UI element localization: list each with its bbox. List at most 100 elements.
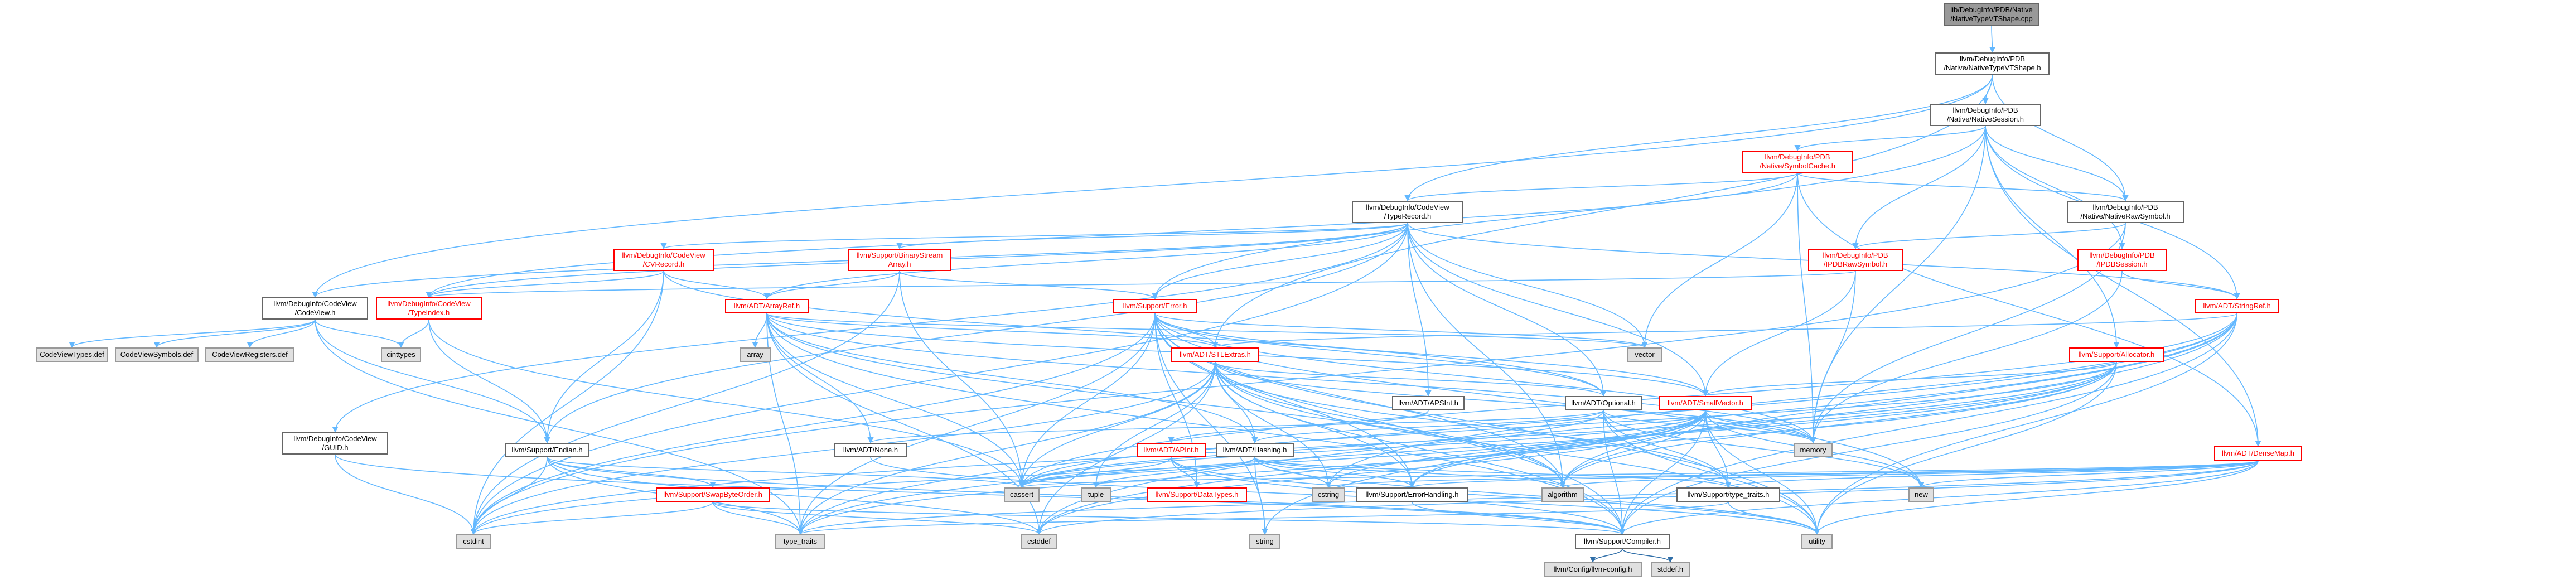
node-string[interactable]: string (1249, 534, 1280, 549)
node-typerecord[interactable]: llvm/DebugInfo/CodeView/TypeRecord.h (1352, 201, 1463, 223)
edge-typetraitsllvm-to-utility (1728, 501, 1820, 535)
edge-error-to-stlextras (1154, 313, 1219, 349)
node-errorhandling[interactable]: llvm/Support/ErrorHandling.h (1356, 487, 1468, 502)
node-ipdbrawsymbol[interactable]: llvm/DebugInfo/PDB/IPDBRawSymbol.h (1808, 249, 1903, 271)
node-new[interactable]: new (1908, 487, 1934, 502)
node-cvrecord[interactable]: llvm/DebugInfo/CodeView/CVRecord.h (613, 249, 714, 271)
node-typetraits[interactable]: type_traits (775, 534, 825, 549)
edge-optional-to-hashing (1251, 410, 1604, 444)
edge-nativesession-to-allocator (1985, 125, 2120, 349)
node-typeindex[interactable]: llvm/DebugInfo/CodeView/TypeIndex.h (376, 297, 482, 320)
edge-optional-to-memory (1603, 410, 1816, 444)
edge-codeview-to-codeviewtypes (69, 319, 316, 349)
node-cinttypes[interactable]: cinttypes (381, 347, 421, 362)
node-hashing[interactable]: llvm/ADT/Hashing.h (1216, 443, 1294, 457)
node-densemap[interactable]: llvm/ADT/DenseMap.h (2214, 446, 2302, 461)
edge-stlextras-to-utility (1215, 361, 1820, 535)
node-codeviewregisters[interactable]: CodeViewRegisters.def (205, 347, 294, 362)
node-endian[interactable]: llvm/Support/Endian.h (505, 443, 589, 457)
edge-optional-to-new (1603, 410, 1925, 489)
edge-densemap-to-algorithm (1559, 460, 2259, 489)
edge-typerecord-to-smallvector (1407, 223, 1709, 397)
edge-allocator-to-algorithm (1559, 361, 2117, 489)
node-root[interactable]: lib/DebugInfo/PDB/Native/NativeTypeVTSha… (1944, 3, 2039, 26)
edge-errorhandling-to-compiler (1412, 501, 1626, 535)
node-codeviewtypes[interactable]: CodeViewTypes.def (36, 347, 108, 362)
edge-smallvector-to-cassert (1018, 410, 1706, 489)
node-stringref[interactable]: llvm/ADT/StringRef.h (2195, 299, 2279, 313)
edge-compiler-to-llvmconfig (1589, 548, 1623, 563)
node-typetraitsllvm[interactable]: llvm/Support/type_traits.h (1676, 487, 1780, 502)
node-apint[interactable]: llvm/ADT/APInt.h (1137, 443, 1206, 457)
edge-cvrecord-to-endian (544, 270, 664, 444)
node-cstring[interactable]: cstring (1312, 487, 1345, 502)
node-stddef[interactable]: stddef.h (1651, 562, 1690, 577)
edge-hashing-to-typetraitsllvm (1254, 457, 1732, 489)
node-guid[interactable]: llvm/DebugInfo/CodeView/GUID.h (282, 432, 388, 455)
edge-compiler-to-stddef (1622, 548, 1674, 563)
node-none[interactable]: llvm/ADT/None.h (834, 443, 907, 457)
edge-nativesymbolcache-to-densemap (1797, 172, 2261, 447)
edge-cvrecord-to-optional (663, 270, 1607, 397)
edge-allocator-to-cstdint (470, 361, 2117, 535)
edge-nativesession-to-ipdbrawsymbol (1852, 125, 1986, 250)
edge-typeindex-to-endian (428, 319, 550, 444)
edge-stlextras-to-optional (1215, 361, 1607, 397)
node-smallvector[interactable]: llvm/ADT/SmallVector.h (1659, 396, 1752, 410)
node-cstddef[interactable]: cstddef (1021, 534, 1057, 549)
edge-arrayref-to-vector (766, 313, 1648, 349)
node-memory[interactable]: memory (1794, 443, 1833, 457)
edge-endian-to-cstddef (547, 457, 1042, 535)
node-codeviewsymbols[interactable]: CodeViewSymbols.def (115, 347, 199, 362)
node-cassert[interactable]: cassert (1004, 487, 1040, 502)
node-allocator[interactable]: llvm/Support/Allocator.h (2069, 347, 2164, 362)
edge-hashing-to-cstring (1254, 457, 1332, 489)
edge-smallvector-to-compiler (1619, 410, 1706, 535)
node-ipdbsession[interactable]: llvm/DebugInfo/PDB/IPDBSession.h (2077, 249, 2167, 271)
edge-error-to-memory (1154, 313, 1816, 444)
node-apsint[interactable]: llvm/ADT/APSInt.h (1392, 396, 1465, 410)
node-nativesession[interactable]: llvm/DebugInfo/PDB/Native/NativeSession.… (1930, 104, 2041, 126)
node-arrayref[interactable]: llvm/ADT/ArrayRef.h (725, 299, 809, 313)
edge-arrayref-to-hashing (766, 313, 1258, 444)
edge-apint-to-cassert (1018, 457, 1172, 489)
node-nativesymbolcache[interactable]: llvm/DebugInfo/PDB/Native/SymbolCache.h (1742, 151, 1853, 173)
node-stlextras[interactable]: llvm/ADT/STLExtras.h (1171, 347, 1259, 362)
node-error[interactable]: llvm/Support/Error.h (1113, 299, 1197, 313)
edge-smallvector-to-cstdint (470, 410, 1706, 535)
edge-root-to-nativetypevt (1989, 25, 1996, 54)
edge-smallvector-to-typetraits (797, 410, 1706, 535)
node-utility[interactable]: utility (1801, 534, 1833, 549)
node-tuple[interactable]: tuple (1081, 487, 1111, 502)
edge-allocator-to-typetraits (797, 361, 2117, 535)
edge-smallvector-to-utility (1705, 410, 1820, 535)
edge-nativetypevt-to-stlextras (1212, 74, 1993, 349)
edge-smallvector-to-algorithm (1559, 410, 1706, 489)
edge-nativesymbolcache-to-nativerawsymbol (1797, 172, 2129, 202)
node-array[interactable]: array (740, 347, 771, 362)
node-optional[interactable]: llvm/ADT/Optional.h (1565, 396, 1642, 410)
edge-nativesession-to-error (1152, 125, 1986, 300)
node-nativetypevt[interactable]: llvm/DebugInfo/PDB/Native/NativeTypeVTSh… (1935, 52, 2050, 75)
node-datatypes[interactable]: llvm/Support/DataTypes.h (1147, 487, 1247, 502)
edge-codeview-to-cinttypes (315, 319, 404, 349)
node-cstdint[interactable]: cstdint (456, 534, 491, 549)
node-codeview[interactable]: llvm/DebugInfo/CodeView/CodeView.h (262, 297, 368, 320)
node-compiler[interactable]: llvm/Support/Compiler.h (1575, 534, 1670, 549)
edge-typetraitsllvm-to-typetraits (797, 501, 1729, 535)
edge-stlextras-to-hashing (1215, 361, 1258, 444)
edge-typerecord-to-optional (1407, 223, 1607, 397)
edge-hashing-to-tuple (1093, 457, 1255, 489)
node-nativerawsymbol[interactable]: llvm/DebugInfo/PDB/Native/NativeRawSymbo… (2067, 201, 2184, 223)
node-swapbyteorder[interactable]: llvm/Support/SwapByteOrder.h (656, 487, 770, 502)
edge-optional-to-cassert (1018, 410, 1604, 489)
edge-codeview-to-endian (315, 319, 550, 444)
edge-hashing-to-algorithm (1254, 457, 1566, 489)
node-llvmconfig[interactable]: llvm/Config/llvm-config.h (1544, 562, 1642, 577)
node-vector[interactable]: vector (1627, 347, 1662, 362)
edge-stlextras-to-algorithm (1215, 361, 1566, 489)
node-algorithm[interactable]: algorithm (1541, 487, 1584, 502)
